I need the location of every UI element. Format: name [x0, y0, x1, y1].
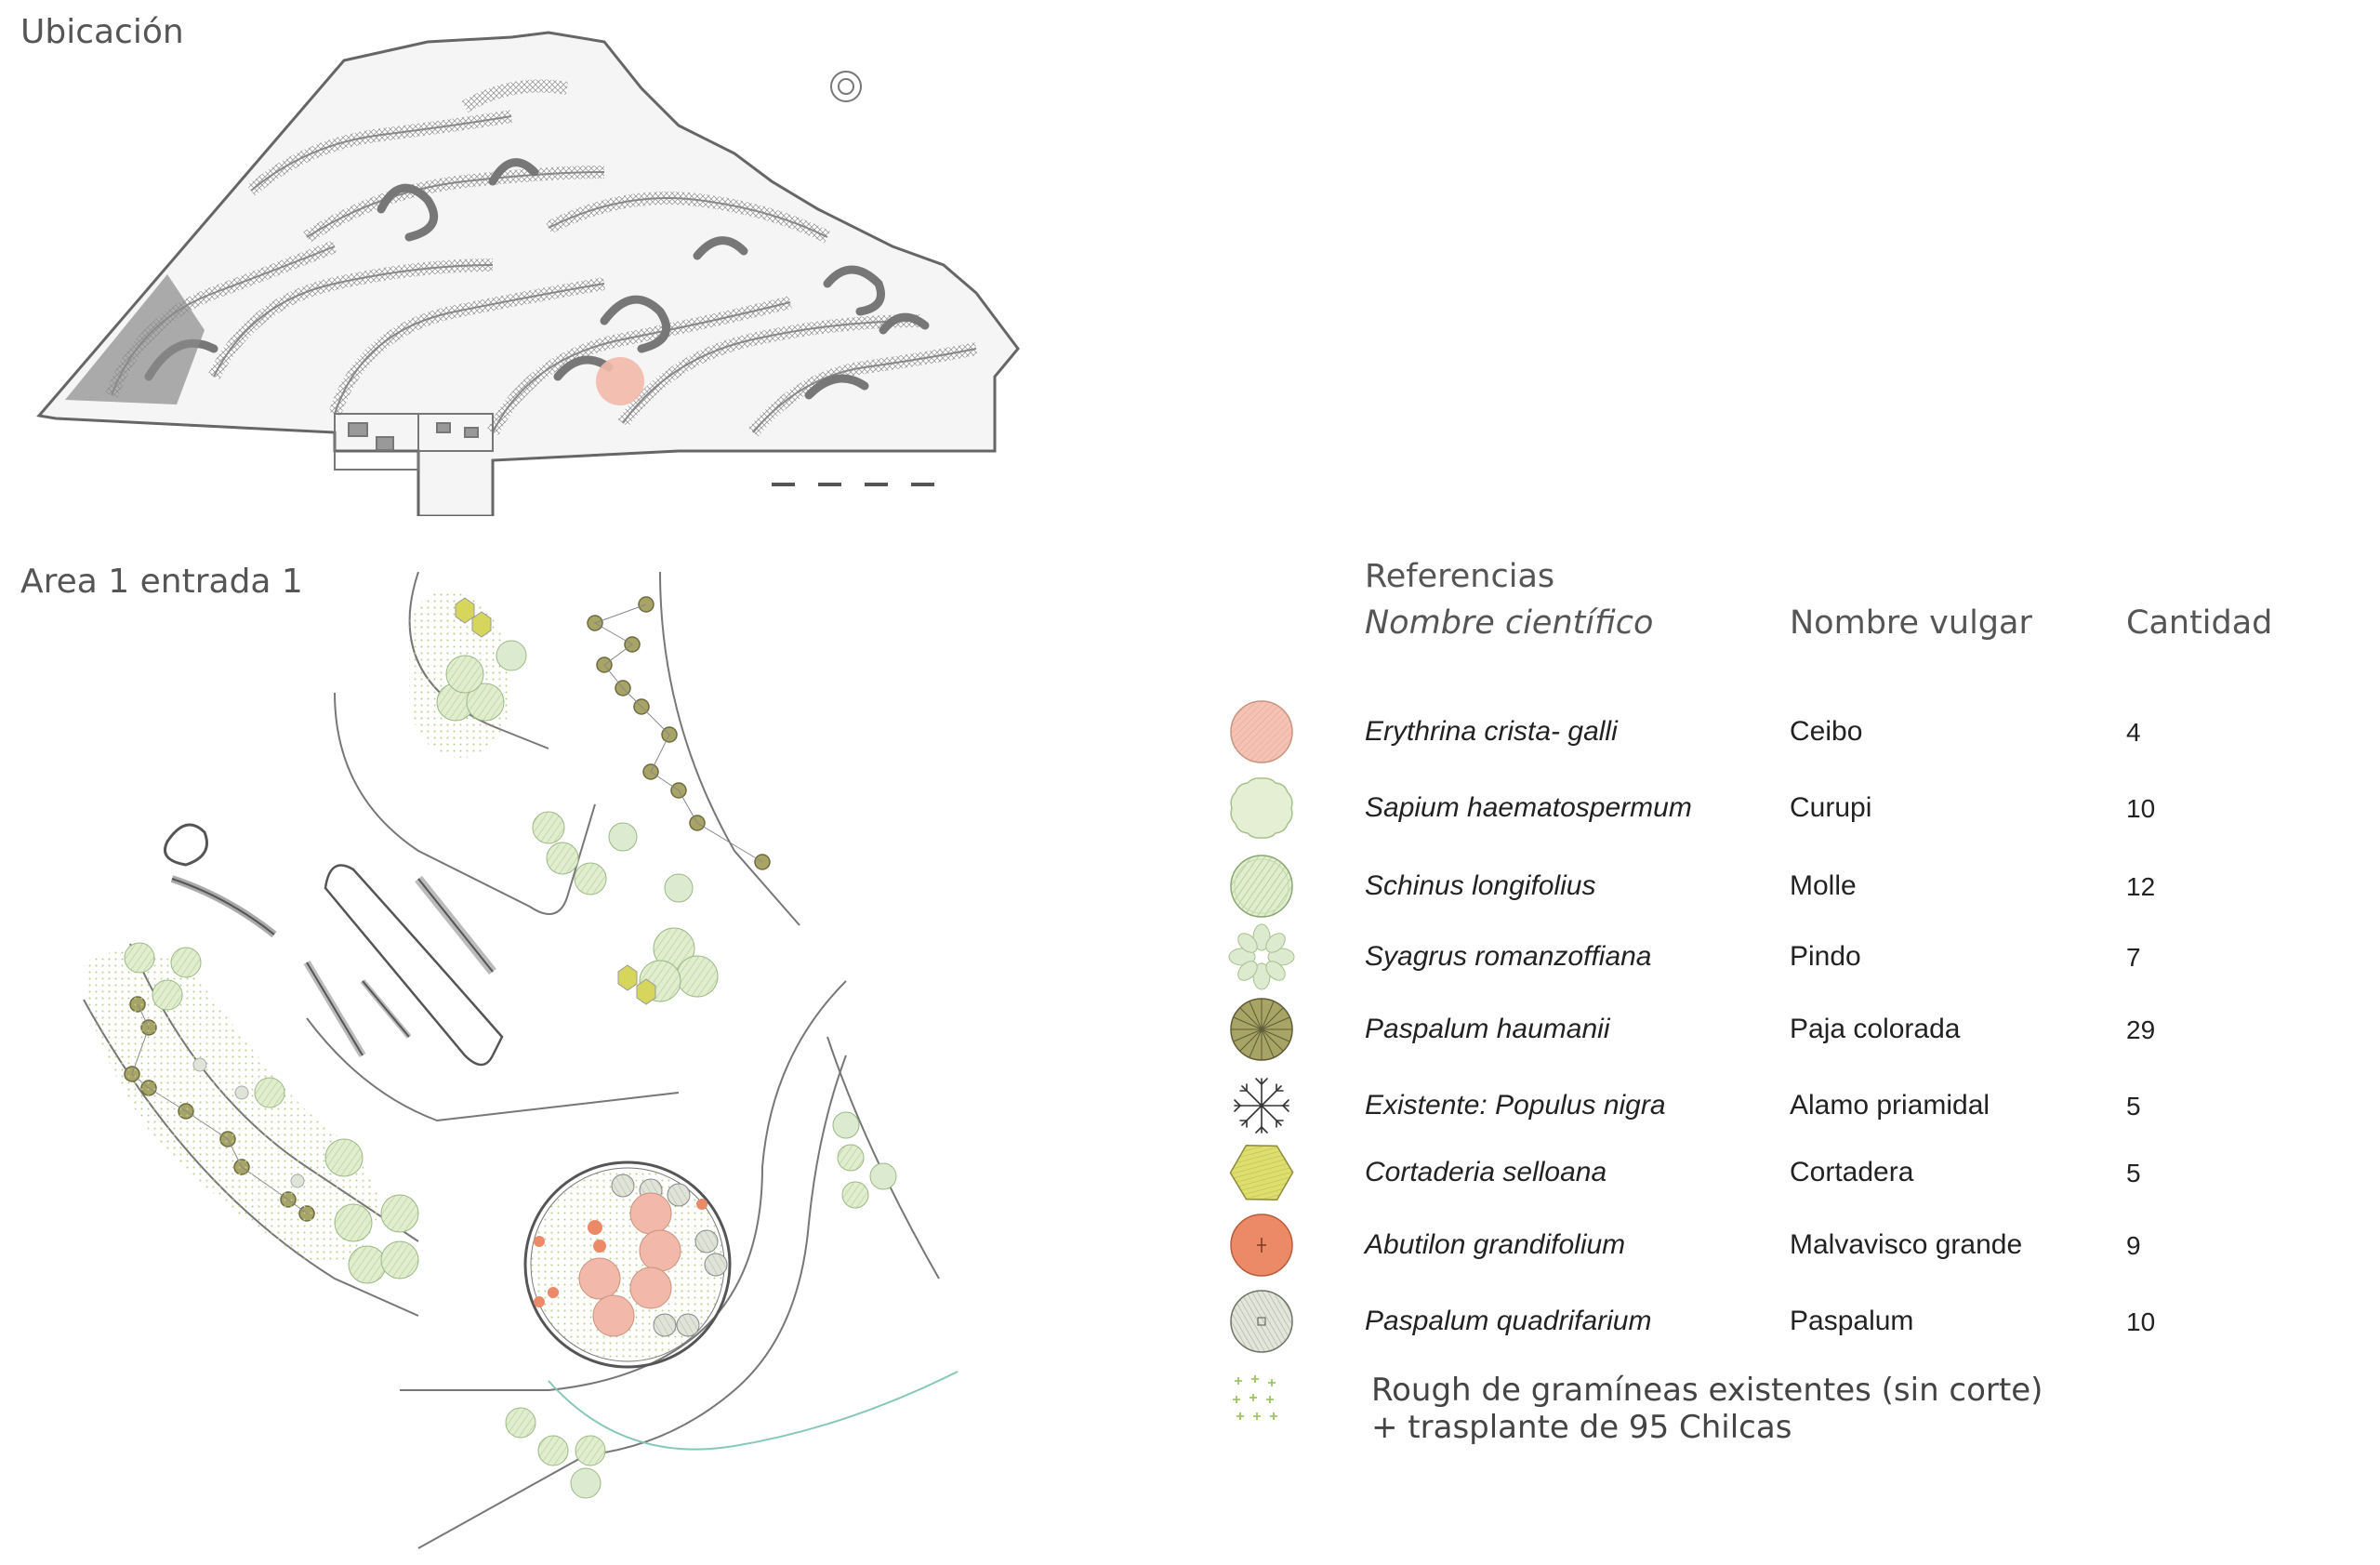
legend-common-name: Paspalum — [1790, 1306, 1914, 1336]
legend-row: Sapium haematospermum Curupi 10 — [1209, 774, 2361, 846]
legend-common-name: Paja colorada — [1790, 1014, 1961, 1044]
roundabout — [523, 1160, 732, 1369]
green-crosses-icon — [1233, 1375, 1277, 1420]
planting-bed-upper — [409, 589, 527, 758]
legend-common-name: Malvavisco grande — [1790, 1229, 2023, 1260]
legend-row: Paspalum quadrifarium Paspalum 10 — [1209, 1287, 2361, 1359]
column-header-scientific: Nombre científico — [1365, 604, 1654, 642]
area-marker — [596, 357, 644, 405]
planting-bed-right — [532, 811, 719, 1005]
legend-panel: Referencias Nombre científico Nombre vul… — [1209, 558, 2361, 1488]
legend-scientific-name: Syagrus romanzoffiana — [1365, 941, 1652, 972]
legend-common-name: Curupi — [1790, 792, 1872, 823]
legend-common-name: Molle — [1790, 870, 1857, 901]
legend-scientific-name: Paspalum quadrifarium — [1365, 1306, 1652, 1336]
legend-scientific-name: Cortaderia selloana — [1365, 1157, 1607, 1187]
hatched-green-circle-icon — [1230, 855, 1293, 918]
area-title: Area 1 entrada 1 — [20, 563, 303, 601]
legend-common-name: Alamo priamidal — [1790, 1090, 1990, 1121]
legend-quantity: 10 — [2126, 1307, 2156, 1336]
legend-common-name: Pindo — [1790, 941, 1861, 972]
legend-quantity: 4 — [2126, 718, 2141, 747]
legend-row: Syagrus romanzoffiana Pindo 7 — [1209, 922, 2361, 995]
scale-bar-icon — [748, 483, 934, 486]
legend-rough-row: Rough de gramíneas existentes (sin corte… — [1209, 1372, 2361, 1474]
olive-radial-circle-icon — [1230, 998, 1293, 1061]
legend-quantity: 10 — [2126, 794, 2156, 823]
legend-row: Paspalum haumanii Paja colorada 29 — [1209, 995, 2361, 1068]
legend-title: Referencias — [1365, 558, 1555, 595]
legend-quantity: 12 — [2126, 872, 2156, 901]
legend-row: Abutilon grandifolium Malvavisco grande … — [1209, 1211, 2361, 1283]
legend-quantity: 7 — [2126, 943, 2141, 972]
legend-scientific-name: Paspalum haumanii — [1365, 1014, 1610, 1044]
light-green-scalloped-icon — [1230, 777, 1293, 839]
legend-common-name: Cortadera — [1790, 1157, 1914, 1187]
legend-row: Schinus longifolius Molle 12 — [1209, 852, 2361, 924]
grey-hatched-circle-icon — [1230, 1290, 1293, 1353]
island-median — [164, 823, 504, 1067]
legend-scientific-name: Existente: Populus nigra — [1365, 1090, 1666, 1121]
legend-quantity: 9 — [2126, 1231, 2141, 1260]
legend-common-name: Ceibo — [1790, 716, 1863, 747]
orange-circle-icon — [1230, 1214, 1293, 1277]
entrance-buildings — [334, 413, 494, 471]
column-header-common: Nombre vulgar — [1790, 604, 2032, 642]
west-dense-block — [65, 274, 205, 405]
site-location-plan — [36, 31, 1020, 516]
legend-quantity: 29 — [2126, 1015, 2156, 1044]
legend-scientific-name: Schinus longifolius — [1365, 870, 1596, 901]
branch-outline-icon — [1234, 1078, 1289, 1134]
legend-row: Existente: Populus nigra Alamo priamidal… — [1209, 1071, 2361, 1144]
planting-bed-lower — [505, 1111, 897, 1499]
legend-scientific-name: Sapium haematospermum — [1365, 792, 1692, 823]
legend-row: Cortaderia selloana Cortadera 5 — [1209, 1138, 2361, 1211]
north-arrow-icon — [830, 71, 862, 102]
legend-scientific-name: Erythrina crista- galli — [1365, 716, 1618, 747]
ubicacion-title: Ubicación — [20, 13, 184, 51]
legend-quantity: 5 — [2126, 1092, 2141, 1121]
yellow-hexagon-icon — [1229, 1145, 1294, 1200]
legend-rough-text: Rough de gramíneas existentes (sin corte… — [1371, 1372, 2043, 1446]
pink-circle-icon — [1230, 700, 1293, 763]
legend-rough-line1: Rough de gramíneas existentes (sin corte… — [1371, 1372, 2043, 1409]
legend-rough-line2: + trasplante de 95 Chilcas — [1371, 1409, 1792, 1446]
column-header-quantity: Cantidad — [2126, 604, 2273, 642]
planting-plan — [83, 572, 959, 1549]
legend-quantity: 5 — [2126, 1159, 2141, 1187]
legend-row: Erythrina crista- galli Ceibo 4 — [1209, 697, 2361, 770]
palm-icon — [1228, 923, 1295, 990]
planting-bed-lower-left — [84, 942, 419, 1284]
legend-scientific-name: Abutilon grandifolium — [1365, 1229, 1626, 1260]
site-boundary — [36, 31, 1020, 516]
